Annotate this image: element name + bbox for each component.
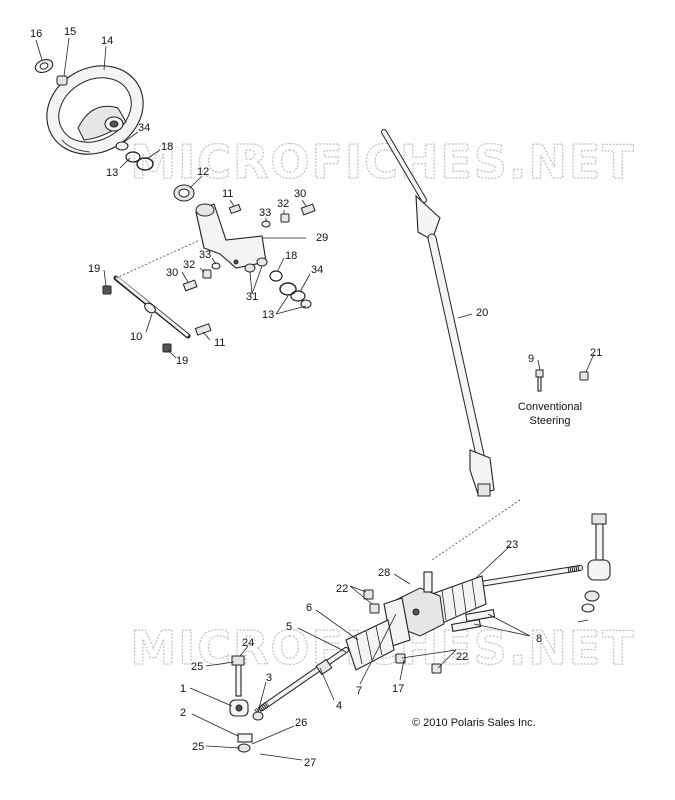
bolt-11-lower — [194, 323, 212, 336]
copyright-text: © 2010 Polaris Sales Inc. — [412, 717, 536, 729]
nuts-22 — [363, 589, 442, 674]
callout-30: 30 — [294, 188, 306, 200]
bolt-30-upper — [300, 203, 316, 216]
jam-nut-3 — [252, 711, 264, 721]
intermediate-shaft-20 — [381, 129, 495, 497]
nut-19-upper — [102, 285, 112, 295]
callout-3: 3 — [266, 672, 272, 684]
callout-17: 17 — [392, 683, 404, 695]
callout-11: 11 — [222, 188, 233, 200]
bolt-9 — [535, 369, 544, 392]
watermark-top: MICROFICHES.NET — [130, 135, 635, 189]
tie-rod-end-right — [577, 513, 611, 623]
callout-27: 27 — [304, 757, 316, 769]
tie-rod-outer-right-23 — [471, 565, 583, 588]
callout-18-lower: 18 — [285, 250, 297, 262]
callout-34-lower: 34 — [311, 264, 323, 276]
callout-23: 23 — [506, 539, 518, 551]
callout-33: 33 — [259, 207, 271, 219]
callout-29: 29 — [316, 232, 328, 244]
bolt-11-upper — [228, 203, 242, 215]
callout-5: 5 — [286, 621, 292, 633]
callout-2: 2 — [180, 707, 186, 719]
bolt-30-lower — [182, 279, 198, 292]
callout-6: 6 — [306, 602, 312, 614]
callout-4: 4 — [336, 700, 342, 712]
callout-15: 15 — [64, 26, 76, 38]
callout-9: 9 — [528, 353, 534, 365]
callout-12: 12 — [197, 166, 209, 178]
callout-14: 14 — [101, 35, 113, 47]
callout-33-lower: 33 — [199, 249, 211, 261]
callout-22-upper: 22 — [336, 583, 348, 595]
callout-24: 24 — [242, 637, 254, 649]
ring-13-upper — [125, 151, 141, 163]
callout-20: 20 — [476, 307, 488, 319]
steering-wheel — [46, 65, 144, 155]
column-bracket-29 — [195, 203, 267, 269]
callout-22-lower: 22 — [456, 651, 468, 663]
ring-18-upper — [136, 157, 154, 171]
callout-25-upper: 25 — [191, 661, 203, 673]
leader-lines — [35, 37, 595, 761]
bearing-12 — [173, 184, 195, 202]
callout-32-lower: 32 — [183, 259, 195, 271]
wheel-nut-15 — [56, 75, 68, 86]
tie-rod-end-left — [229, 655, 253, 753]
ring-34-upper — [115, 141, 129, 151]
nut-21 — [579, 371, 589, 381]
steering-shaft-10 — [113, 275, 191, 339]
washer-33-lower — [211, 262, 221, 270]
callout-13-lower: 13 — [262, 309, 274, 321]
callout-30-lower: 30 — [166, 267, 178, 279]
rings-lower-stack — [269, 270, 312, 309]
callout-34: 34 — [138, 122, 150, 134]
dashed-line-column — [115, 239, 201, 279]
callout-28: 28 — [378, 567, 390, 579]
callout-19-lower: 19 — [176, 355, 188, 367]
conventional-label-line2: Steering — [530, 415, 571, 427]
nut-19-lower — [162, 343, 172, 353]
callout-10: 10 — [130, 331, 142, 343]
mount-bolts-8 — [451, 608, 496, 633]
callout-21: 21 — [590, 347, 602, 359]
callout-32: 32 — [277, 198, 289, 210]
nut-32-upper — [280, 213, 290, 223]
callout-26: 26 — [295, 717, 307, 729]
callout-8: 8 — [536, 633, 542, 645]
boot-left-6 — [345, 619, 395, 671]
callout-25-lower: 25 — [192, 741, 204, 753]
wheel-seal-16 — [34, 59, 54, 73]
conventional-label-line1: Conventional — [518, 401, 582, 413]
callout-18: 18 — [161, 141, 173, 153]
callout-labels: 16 15 14 34 18 13 12 11 33 32 30 29 33 3… — [30, 26, 602, 769]
callout-11-lower: 11 — [214, 337, 225, 349]
nut-32-lower — [202, 269, 212, 279]
dashed-line-shaft — [431, 499, 521, 561]
callout-13: 13 — [106, 167, 118, 179]
callout-31: 31 — [246, 291, 258, 303]
callout-16: 16 — [30, 28, 42, 40]
callout-1: 1 — [180, 683, 186, 695]
callout-19-upper: 19 — [88, 263, 100, 275]
callout-7: 7 — [356, 685, 362, 697]
